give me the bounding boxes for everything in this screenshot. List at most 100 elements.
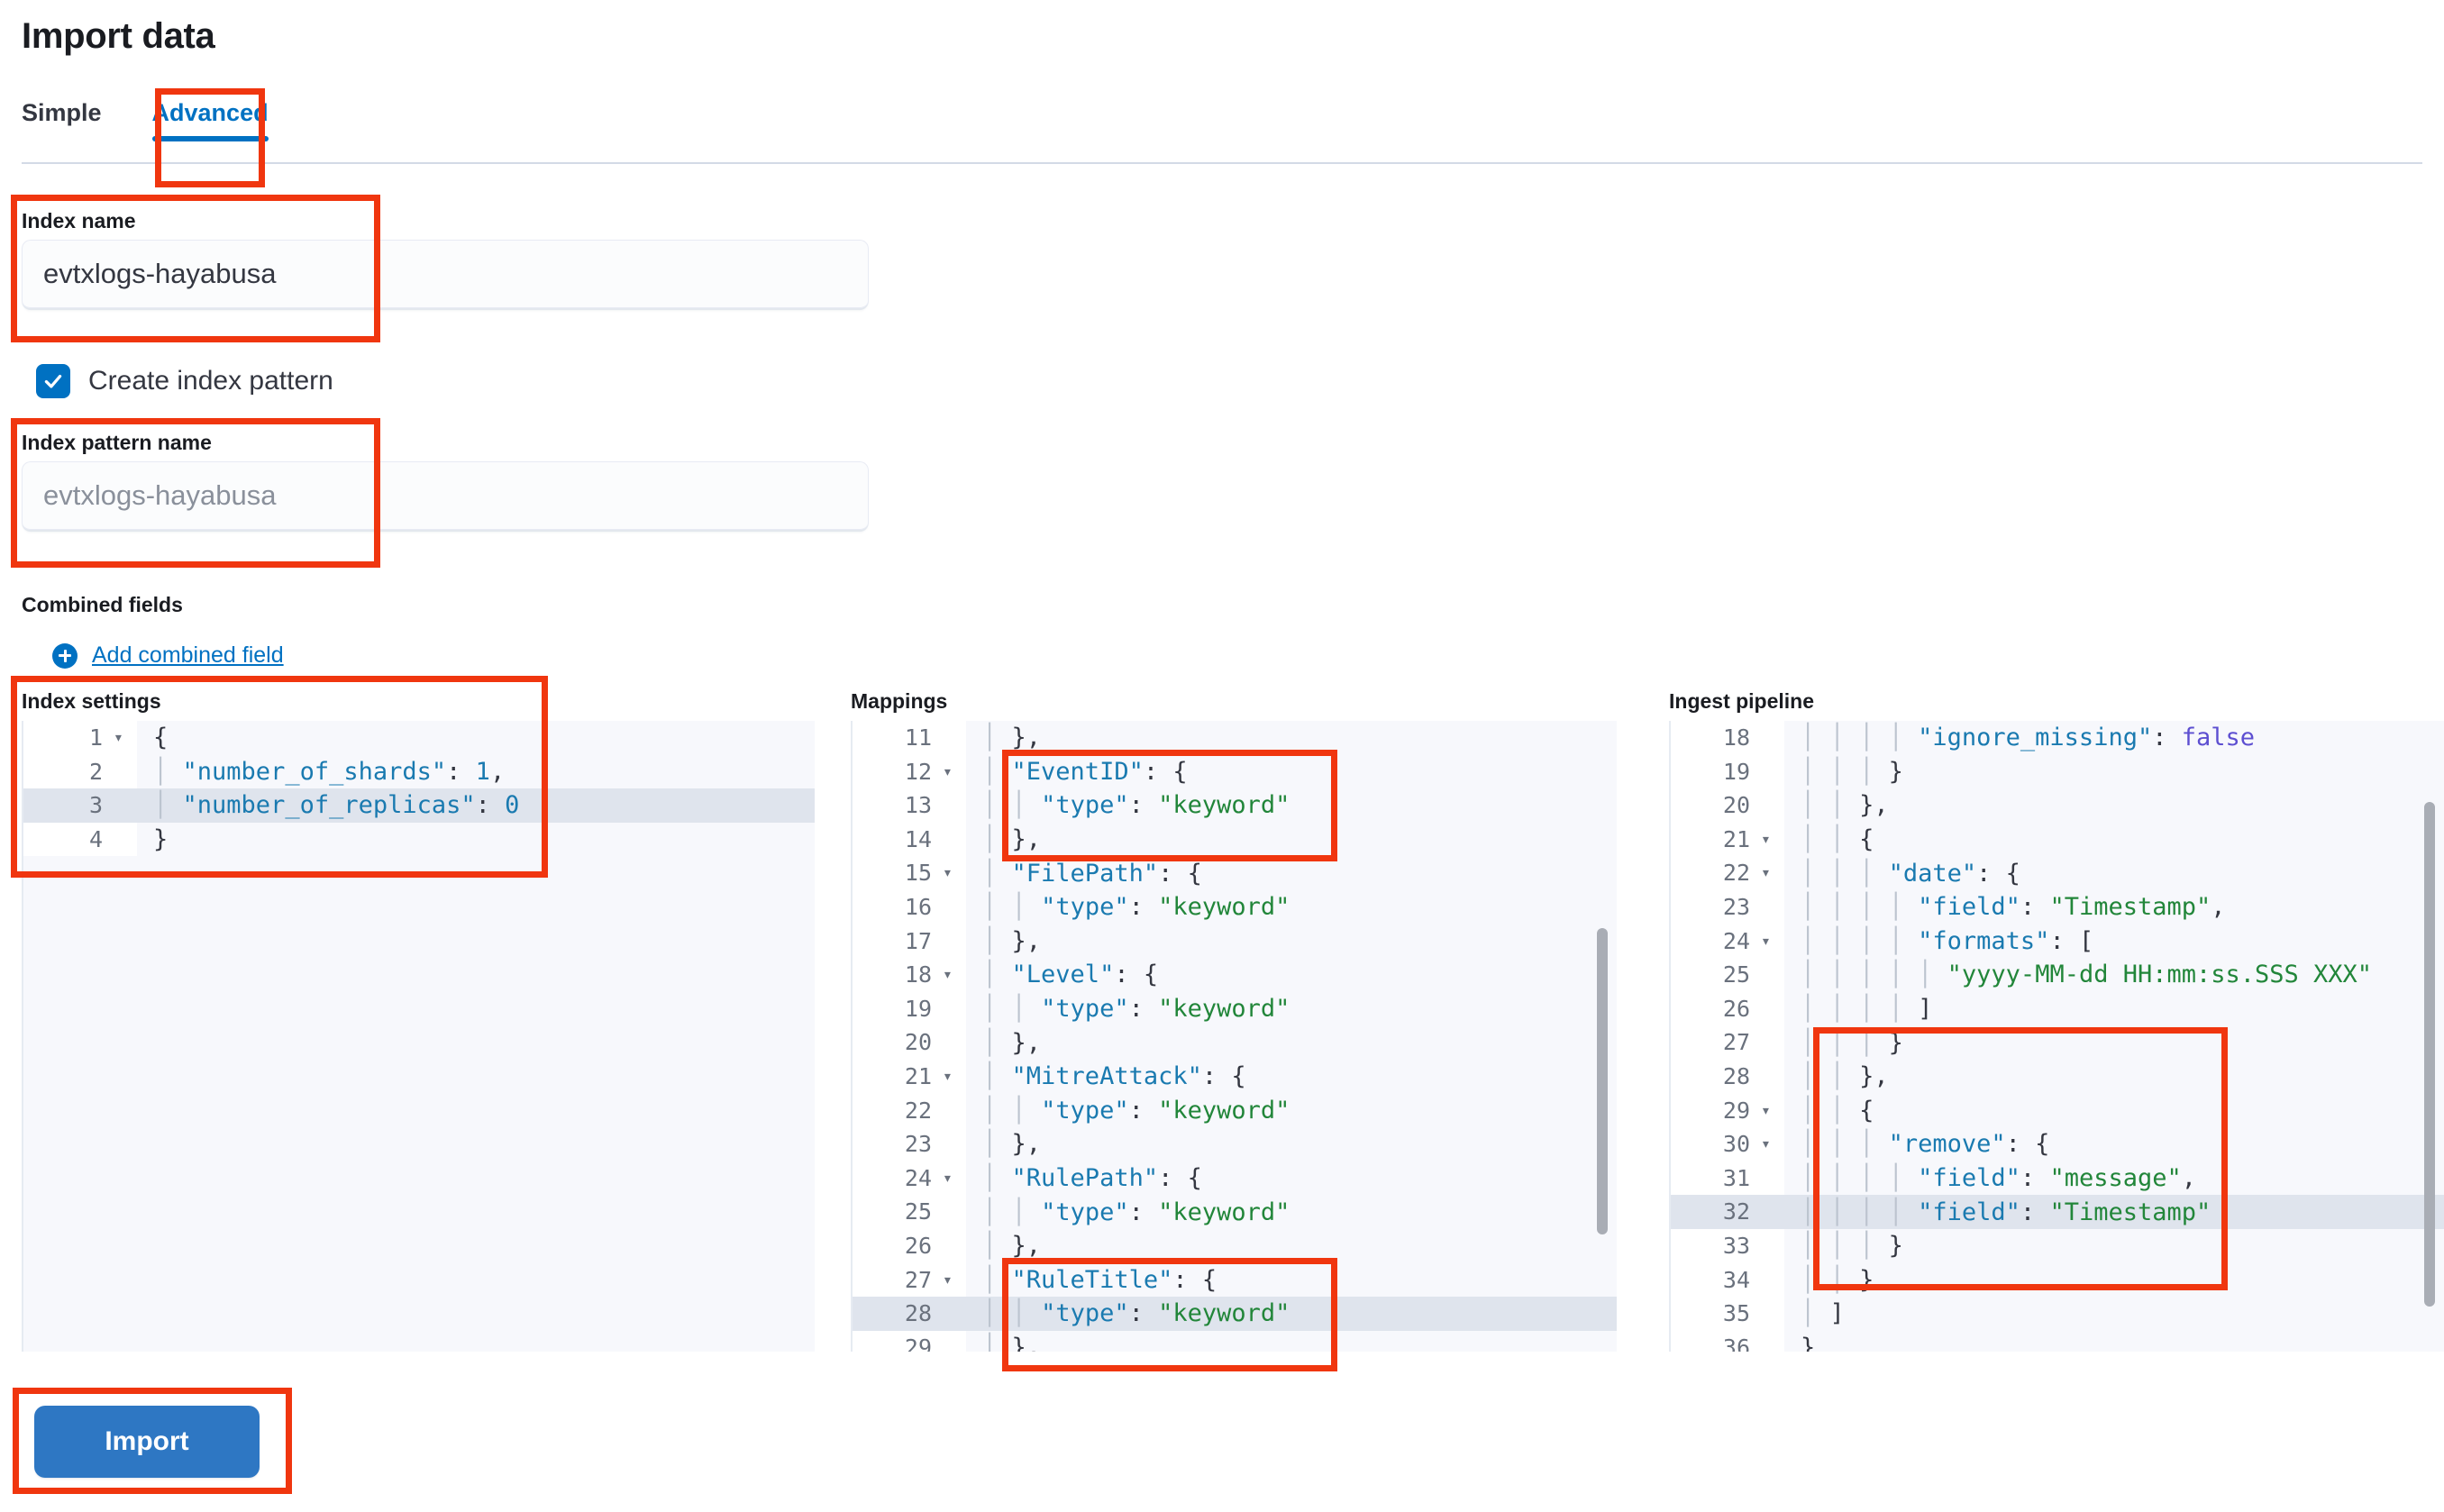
code-line[interactable]: 17│ }, — [853, 924, 1617, 959]
code-line[interactable]: 11│ }, — [853, 721, 1617, 755]
fold-toggle-icon[interactable] — [1757, 958, 1784, 992]
fold-toggle-icon[interactable] — [939, 1297, 966, 1331]
fold-toggle-icon[interactable] — [939, 889, 966, 925]
code-line[interactable]: 33│ │ │ } — [1671, 1228, 2444, 1263]
fold-toggle-icon[interactable] — [1757, 1161, 1784, 1196]
fold-toggle-icon[interactable] — [1757, 1330, 1784, 1352]
code-line[interactable]: 21▾│ "MitreAttack": { — [853, 1059, 1617, 1094]
fold-toggle-icon[interactable]: ▾ — [939, 1059, 966, 1094]
fold-toggle-icon[interactable]: ▾ — [939, 754, 966, 789]
add-combined-field-button[interactable]: Add combined field — [52, 642, 284, 669]
code-line[interactable]: 27│ │ │ } — [1671, 1025, 2444, 1060]
code-line[interactable]: 21▾│ │ { — [1671, 822, 2444, 857]
code-line[interactable]: 27▾│ "RuleTitle": { — [853, 1262, 1617, 1298]
code-line[interactable]: 3│ "number_of_replicas": 0 — [23, 788, 815, 823]
fold-toggle-icon[interactable] — [939, 1093, 966, 1128]
fold-toggle-icon[interactable] — [1757, 754, 1784, 789]
create-index-pattern-checkbox[interactable] — [36, 364, 70, 398]
fold-toggle-icon[interactable] — [939, 924, 966, 959]
code-line[interactable]: 35│ ] — [1671, 1297, 2444, 1331]
code-line[interactable]: 28│ │ }, — [1671, 1059, 2444, 1094]
index-name-input[interactable] — [22, 240, 869, 310]
fold-toggle-icon[interactable] — [1757, 1025, 1784, 1060]
fold-toggle-icon[interactable] — [939, 1025, 966, 1060]
create-index-pattern-row[interactable]: Create index pattern — [36, 364, 333, 398]
code-line[interactable]: 34│ │ } — [1671, 1262, 2444, 1298]
code-line[interactable]: 26│ }, — [853, 1228, 1617, 1263]
code-line[interactable]: 18│ │ │ │ "ignore_missing": false — [1671, 721, 2444, 755]
code-line[interactable]: 13│ │ "type": "keyword" — [853, 788, 1617, 823]
code-line[interactable]: 23│ }, — [853, 1127, 1617, 1161]
fold-toggle-icon[interactable] — [939, 1228, 966, 1263]
index-pattern-name-input[interactable] — [22, 461, 869, 532]
fold-toggle-icon[interactable] — [1757, 1059, 1784, 1094]
fold-toggle-icon[interactable] — [939, 991, 966, 1026]
code-line[interactable]: 25│ │ │ │ │ "yyyy-MM-dd HH:mm:ss.SSS XXX… — [1671, 958, 2444, 992]
fold-toggle-icon[interactable] — [1757, 1228, 1784, 1263]
fold-toggle-icon[interactable]: ▾ — [1757, 924, 1784, 959]
code-line[interactable]: 2│ "number_of_shards": 1, — [23, 754, 815, 789]
fold-toggle-icon[interactable] — [1757, 1195, 1784, 1229]
fold-toggle-icon[interactable] — [939, 1195, 966, 1229]
fold-toggle-icon[interactable]: ▾ — [1757, 822, 1784, 857]
fold-toggle-icon[interactable]: ▾ — [1757, 1093, 1784, 1128]
code-line[interactable]: 22▾│ │ │ "date": { — [1671, 856, 2444, 890]
code-line[interactable]: 28│ │ "type": "keyword" — [853, 1297, 1617, 1331]
code-line[interactable]: 19│ │ "type": "keyword" — [853, 991, 1617, 1026]
fold-toggle-icon[interactable] — [1757, 889, 1784, 925]
code-line[interactable]: 14│ }, — [853, 822, 1617, 857]
code-line[interactable]: 29│ }, — [853, 1330, 1617, 1352]
fold-toggle-icon[interactable] — [1757, 991, 1784, 1026]
ingest-pipeline-scrollbar[interactable] — [2424, 802, 2435, 1307]
fold-toggle-icon[interactable]: ▾ — [939, 856, 966, 890]
code-line[interactable]: 25│ │ "type": "keyword" — [853, 1195, 1617, 1229]
fold-toggle-icon[interactable] — [1757, 1297, 1784, 1331]
fold-toggle-icon[interactable] — [1757, 721, 1784, 755]
line-number: 19 — [853, 991, 939, 1026]
fold-toggle-icon[interactable]: ▾ — [939, 1262, 966, 1298]
code-line[interactable]: 15▾│ "FilePath": { — [853, 856, 1617, 890]
fold-toggle-icon[interactable] — [1757, 1262, 1784, 1298]
import-button[interactable]: Import — [34, 1406, 260, 1478]
code-line[interactable]: 16│ │ "type": "keyword" — [853, 889, 1617, 925]
fold-toggle-icon[interactable]: ▾ — [1757, 1127, 1784, 1161]
mappings-editor[interactable]: 11│ },12▾│ "EventID": {13│ │ "type": "ke… — [851, 721, 1617, 1352]
mappings-scrollbar[interactable] — [1597, 928, 1608, 1234]
code-line[interactable]: 20│ }, — [853, 1025, 1617, 1060]
code-line[interactable]: 29▾│ │ { — [1671, 1093, 2444, 1128]
code-line[interactable]: 26│ │ │ │ ] — [1671, 991, 2444, 1026]
fold-toggle-icon[interactable] — [939, 721, 966, 755]
code-line[interactable]: 23│ │ │ │ "field": "Timestamp", — [1671, 889, 2444, 925]
fold-toggle-icon[interactable] — [110, 788, 137, 823]
fold-toggle-icon[interactable]: ▾ — [939, 958, 966, 992]
code-line[interactable]: 18▾│ "Level": { — [853, 958, 1617, 992]
index-settings-editor[interactable]: 1▾{2│ "number_of_shards": 1,3│ "number_o… — [22, 721, 815, 1352]
code-line[interactable]: 30▾│ │ │ "remove": { — [1671, 1127, 2444, 1161]
fold-toggle-icon[interactable] — [110, 754, 137, 789]
tab-simple[interactable]: Simple — [22, 99, 102, 126]
code-line[interactable]: 24▾│ │ │ │ "formats": [ — [1671, 924, 2444, 959]
code-line[interactable]: 31│ │ │ │ "field": "message", — [1671, 1161, 2444, 1196]
code-line[interactable]: 4} — [23, 822, 815, 857]
check-icon — [44, 374, 62, 388]
fold-toggle-icon[interactable]: ▾ — [939, 1161, 966, 1196]
fold-toggle-icon[interactable] — [939, 1330, 966, 1352]
fold-toggle-icon[interactable] — [1757, 788, 1784, 823]
code-line[interactable]: 36} — [1671, 1330, 2444, 1352]
fold-toggle-icon[interactable] — [939, 822, 966, 857]
code-line[interactable]: 24▾│ "RulePath": { — [853, 1161, 1617, 1196]
code-line[interactable]: 22│ │ "type": "keyword" — [853, 1093, 1617, 1128]
fold-toggle-icon[interactable] — [939, 788, 966, 823]
code-line[interactable]: 32│ │ │ │ "field": "Timestamp" — [1671, 1195, 2444, 1229]
code-line[interactable]: 19│ │ │ } — [1671, 754, 2444, 789]
code-line[interactable]: 20│ │ }, — [1671, 788, 2444, 823]
tab-advanced[interactable]: Advanced — [127, 90, 294, 147]
code-line[interactable]: 12▾│ "EventID": { — [853, 754, 1617, 789]
code-line[interactable]: 1▾{ — [23, 721, 815, 755]
fold-toggle-icon[interactable] — [939, 1127, 966, 1161]
code-text: │ │ "type": "keyword" — [982, 791, 1290, 820]
fold-toggle-icon[interactable]: ▾ — [1757, 856, 1784, 890]
fold-toggle-icon[interactable] — [110, 822, 137, 857]
fold-toggle-icon[interactable]: ▾ — [110, 721, 137, 755]
